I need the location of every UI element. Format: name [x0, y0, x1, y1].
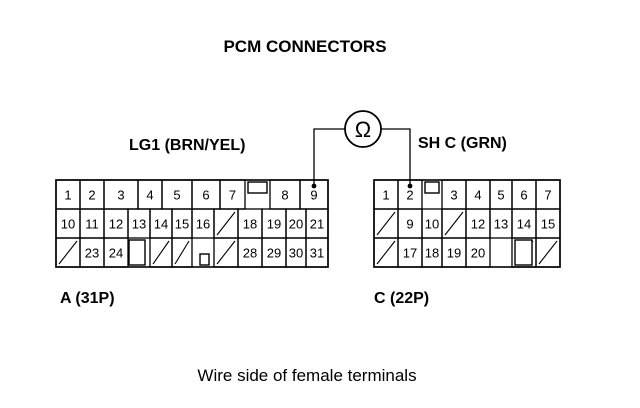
terminal-number: 2	[88, 188, 95, 203]
terminal-number: 7	[229, 188, 236, 203]
connector-a-label: A (31P)	[60, 290, 115, 307]
probe-label-left: LG1 (BRN/YEL)	[129, 137, 245, 154]
terminal-number: 7	[544, 188, 551, 203]
terminal-cavity	[305, 237, 329, 268]
ohm-symbol: Ω	[355, 117, 371, 142]
terminal-number: 18	[243, 217, 257, 232]
terminal-number: 10	[61, 217, 75, 232]
ohmmeter-leads	[311, 128, 413, 189]
probe-label-right: SH C (GRN)	[418, 135, 507, 152]
ohmmeter: Ω	[344, 110, 382, 148]
terminal-number: 29	[267, 246, 281, 261]
connector-key-notch	[514, 239, 533, 266]
terminal-number: 30	[289, 246, 303, 261]
footer-caption: Wire side of female terminals	[197, 366, 416, 385]
terminal-number: 14	[517, 217, 531, 232]
terminal-number: 15	[175, 217, 189, 232]
terminal-number: 23	[85, 246, 99, 261]
terminal-cavity	[535, 237, 561, 268]
terminal-number: 15	[541, 217, 555, 232]
terminal-number: 5	[173, 188, 180, 203]
terminal-number: 5	[497, 188, 504, 203]
terminal-number: 10	[425, 217, 439, 232]
empty-cavity-mark	[58, 240, 78, 265]
terminal-number: 1	[64, 188, 71, 203]
terminal-number: 17	[403, 246, 417, 261]
terminal-cavity	[103, 237, 129, 268]
terminal-number: 11	[85, 217, 99, 232]
terminal-number: 13	[494, 217, 508, 232]
connector-key-notch	[128, 239, 146, 266]
probe-lead-right	[381, 128, 411, 184]
terminal-number: 20	[471, 246, 485, 261]
terminal-number: 12	[471, 217, 485, 232]
probe-lead-left	[313, 128, 345, 184]
terminal-number: 16	[196, 217, 210, 232]
terminal-number: 24	[109, 246, 123, 261]
terminal-number: 6	[202, 188, 209, 203]
empty-cavity-mark	[216, 211, 236, 236]
terminal-number: 4	[474, 188, 481, 203]
terminal-number: 12	[109, 217, 123, 232]
terminal-number: 18	[425, 246, 439, 261]
terminal-number: 21	[310, 217, 324, 232]
terminal-number: 19	[447, 246, 461, 261]
terminal-number: 6	[520, 188, 527, 203]
connector-key-notch	[424, 181, 440, 194]
terminal-number: 20	[289, 217, 303, 232]
empty-cavity-mark	[152, 240, 170, 265]
terminal-number: 28	[243, 246, 257, 261]
terminal-number: 3	[450, 188, 457, 203]
diagram-title: PCM CONNECTORS	[223, 37, 386, 56]
empty-cavity-mark	[444, 211, 464, 236]
terminal-number: 8	[281, 188, 288, 203]
connector-key-notch	[247, 181, 268, 194]
terminal-number: 31	[310, 246, 324, 261]
empty-cavity-mark	[538, 240, 558, 265]
ohmmeter-icon	[344, 110, 382, 148]
empty-cavity-mark	[174, 240, 190, 265]
connector-c-label: C (22P)	[374, 290, 429, 307]
terminal-number: 9	[310, 188, 317, 203]
terminal-cavity	[171, 237, 193, 268]
terminal-number: 3	[117, 188, 124, 203]
terminal-number: 2	[406, 188, 413, 203]
terminal-cavity	[465, 237, 491, 268]
terminal-number: 9	[406, 217, 413, 232]
connector-key-notch	[199, 253, 210, 266]
probe-tip-left	[311, 183, 317, 189]
terminal-number: 19	[267, 217, 281, 232]
probe-tip-right	[407, 183, 413, 189]
terminal-number: 1	[382, 188, 389, 203]
empty-cavity-mark	[376, 240, 396, 265]
empty-cavity-mark	[216, 240, 236, 265]
terminal-number: 13	[132, 217, 146, 232]
terminal-number: 14	[154, 217, 168, 232]
empty-cavity-mark	[376, 211, 396, 236]
terminal-number: 4	[146, 188, 153, 203]
